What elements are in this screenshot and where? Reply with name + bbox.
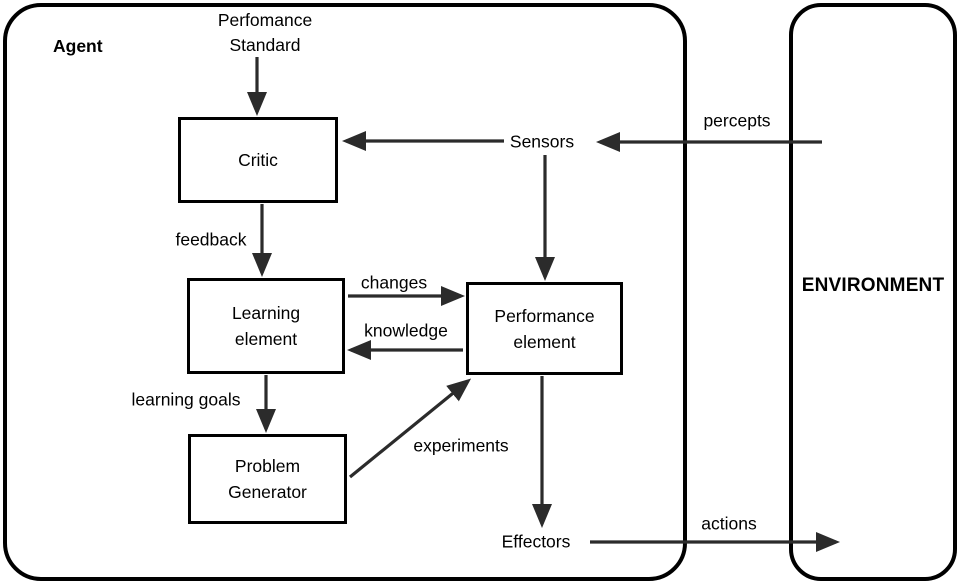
environment-container (789, 3, 957, 581)
node-performance-element-line1: Performance (494, 305, 595, 326)
edge-label-experiments: experiments (413, 435, 509, 456)
edge-label-percepts: percepts (703, 110, 771, 131)
edge-label-changes: changes (360, 272, 428, 293)
node-sensors: Sensors (509, 131, 575, 152)
node-learning-element-line2: element (234, 329, 298, 349)
node-critic-label: Critic (238, 150, 278, 170)
node-performance-element: Performance element (466, 282, 623, 375)
performance-standard-line2: Standard (229, 35, 301, 55)
environment-label: ENVIRONMENT (801, 275, 945, 296)
arrow-problem-generator-to-performance-experiments (348, 378, 472, 479)
agent-label: Agent (53, 36, 103, 56)
node-problem-generator-line1: Problem (234, 456, 301, 476)
agent-container (3, 3, 687, 581)
node-performance-element-line2: element (513, 331, 576, 352)
node-problem-generator-line2: Generator (228, 482, 307, 502)
edge-label-knowledge: knowledge (364, 320, 448, 341)
node-critic: Critic (178, 117, 338, 203)
node-learning-element-line1: Learning (231, 303, 301, 323)
edge-label-learning-goals: learning goals (131, 389, 241, 410)
node-learning-element: Learning element (187, 278, 345, 374)
node-effectors: Effectors (501, 531, 571, 552)
edge-label-actions: actions (701, 513, 757, 534)
node-performance-standard: Perfomance Standard (218, 8, 312, 58)
edge-label-feedback: feedback (175, 229, 247, 250)
performance-standard-line1: Perfomance (217, 10, 313, 30)
node-problem-generator: Problem Generator (188, 434, 347, 524)
